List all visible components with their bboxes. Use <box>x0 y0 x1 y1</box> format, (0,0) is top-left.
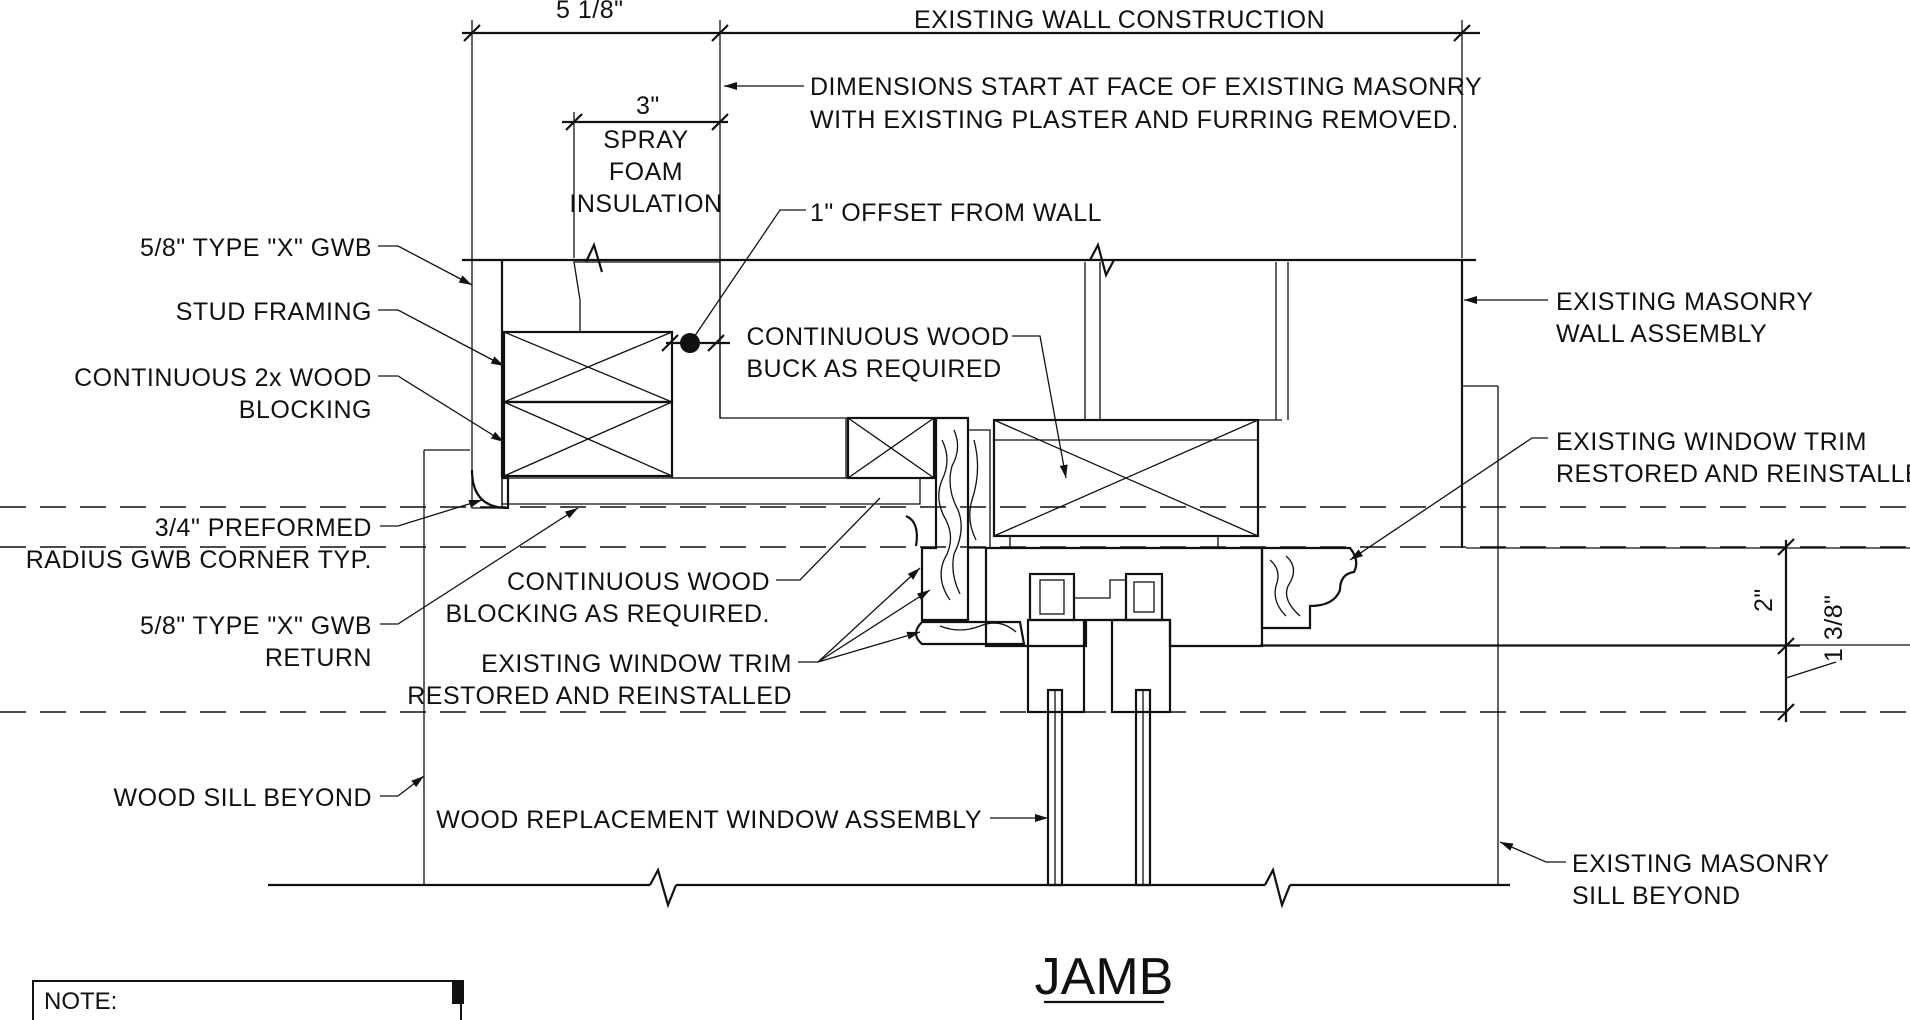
gwb-and-insulation <box>470 259 921 510</box>
label-existing-wall-construction: EXISTING WALL CONSTRUCTION <box>914 6 1325 34</box>
label-blocking-2: BLOCKING <box>239 396 372 424</box>
label-spray-2: FOAM <box>609 158 683 186</box>
note-box: NOTE: <box>32 980 464 1020</box>
label-gwb-x: 5/8" TYPE "X" GWB <box>140 234 372 262</box>
label-cont-block-1: CONTINUOUS WOOD <box>507 568 770 596</box>
label-spray-3: INSULATION <box>569 190 722 218</box>
window-assembly <box>984 546 1264 887</box>
label-dims-note-2: WITH EXISTING PLASTER AND FURRING REMOVE… <box>810 106 1459 134</box>
label-offset: 1" OFFSET FROM WALL <box>810 199 1102 227</box>
leader-lines <box>378 82 1566 863</box>
label-trim-left-1: EXISTING WINDOW TRIM <box>481 650 792 678</box>
right-dimensions <box>1262 538 1837 722</box>
dim-3: 3" <box>636 92 660 120</box>
label-buck-2: BUCK AS REQUIRED <box>746 355 1001 383</box>
label-trim-right-1: EXISTING WINDOW TRIM <box>1556 428 1867 456</box>
label-stud-framing: STUD FRAMING <box>176 298 372 326</box>
label-corner-1: 3/4" PREFORMED <box>155 514 372 542</box>
label-masonry-sill-1: EXISTING MASONRY <box>1572 850 1830 878</box>
note-label: NOTE: <box>44 988 118 1015</box>
label-gwb-return-1: 5/8" TYPE "X" GWB <box>140 612 372 640</box>
label-masonry-sill-2: SILL BEYOND <box>1572 882 1741 910</box>
label-replacement-window: WOOD REPLACEMENT WINDOW ASSEMBLY <box>436 806 982 834</box>
label-masonry-wall-2: WALL ASSEMBLY <box>1556 320 1767 348</box>
label-trim-right-2: RESTORED AND REINSTALLED <box>1556 460 1910 488</box>
wood-blocking <box>502 330 1282 548</box>
existing-window-trim <box>905 416 1358 646</box>
label-dims-note-1: DIMENSIONS START AT FACE OF EXISTING MAS… <box>810 73 1482 101</box>
drawing-title: JAMB <box>1035 948 1174 1006</box>
label-trim-left-2: RESTORED AND REINSTALLED <box>407 682 792 710</box>
note-box-tab <box>452 980 464 1004</box>
label-blocking-1: CONTINUOUS 2x WOOD <box>74 364 372 392</box>
dim-5-1-8: 5 1/8" <box>556 0 623 24</box>
annotation-labels: DIMENSIONS START AT FACE OF EXISTING MAS… <box>26 73 1910 910</box>
label-wood-sill: WOOD SILL BEYOND <box>113 784 372 812</box>
label-spray-1: SPRAY <box>603 126 688 154</box>
top-dimension-string <box>462 20 1480 352</box>
label-gwb-return-2: RETURN <box>265 644 372 672</box>
label-cont-block-2: BLOCKING AS REQUIRED. <box>446 600 770 628</box>
label-buck-1: CONTINUOUS WOOD <box>746 323 1009 351</box>
dim-1-3-8: 1 3/8" <box>1820 595 1848 662</box>
label-masonry-wall-1: EXISTING MASONRY <box>1556 288 1814 316</box>
dim-2: 2" <box>1750 588 1778 612</box>
label-corner-2: RADIUS GWB CORNER TYP. <box>26 546 372 574</box>
